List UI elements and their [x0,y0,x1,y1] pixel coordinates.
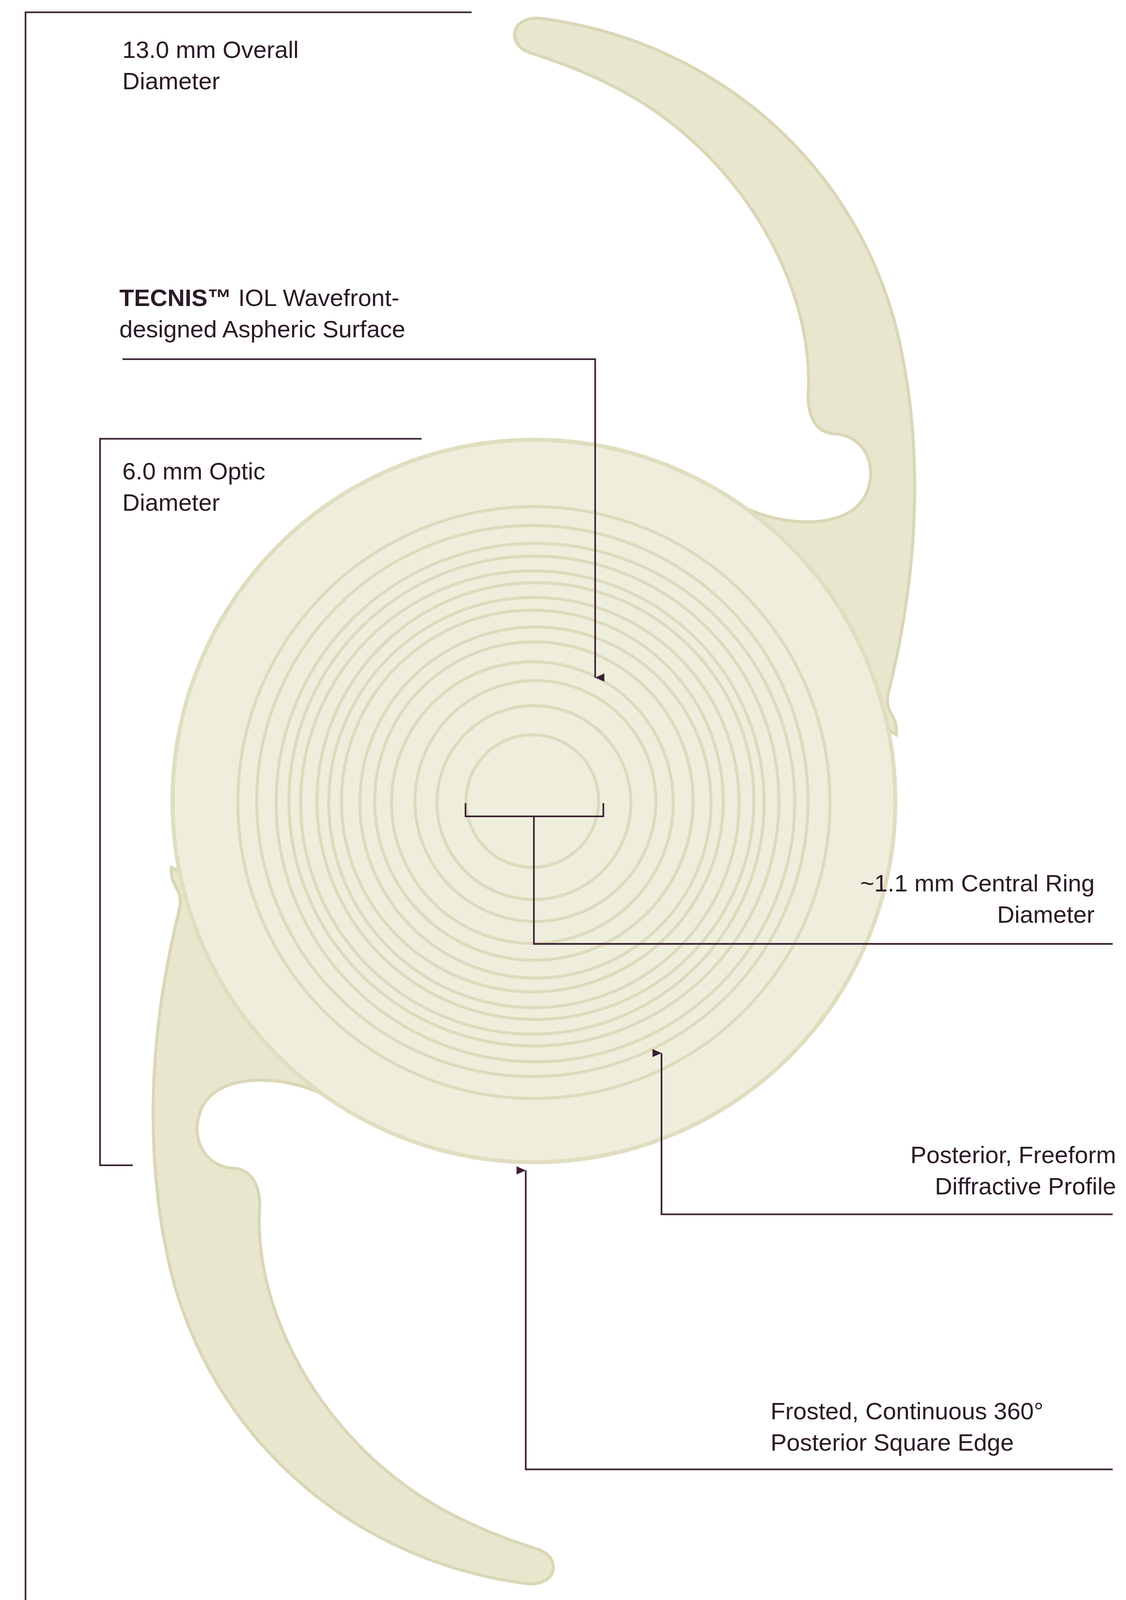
callout-label: 13.0 mm Overall Diameter [122,36,299,95]
leader-lines [25,12,1113,1600]
callout-label: ~1.1 mm Central Ring Diameter [860,869,1095,929]
ring [415,680,656,922]
ring [300,570,765,1035]
label-block: Frosted, Continuous 360° Posterior Squar… [770,1396,1114,1459]
leader-line [122,359,595,678]
label-block: TECNIS™ IOL Wavefront-designed Aspheric … [119,282,472,346]
callout-label: Frosted, Continuous 360° Posterior Squar… [770,1397,1044,1457]
ring [256,525,808,1077]
ring [391,661,674,944]
ring [341,610,723,993]
ring [288,556,779,1047]
ring [276,543,795,1063]
label-block: Posterior, Freeform Diffractive Profile [815,1139,1117,1203]
ring [237,506,830,1099]
callout-label: TECNIS™ [119,284,232,312]
leader-line [525,1170,1113,1470]
dimension-line [100,438,422,1166]
label-block: ~1.1 mm Central Ring Diameter [815,868,1095,931]
callout-label: Posterior, Freeform Diffractive Profile [910,1141,1117,1200]
callout-label: 6.0 mm Optic Diameter [122,457,266,516]
optic [172,440,896,1163]
ring [359,627,711,979]
ring [328,597,740,1008]
bracket [465,803,1113,944]
lens-body [153,18,915,1585]
label-block: 6.0 mm Optic Diameter [122,455,346,519]
label-block: 13.0 mm Overall Diameter [122,34,389,98]
ring [466,734,599,868]
dimension-line [25,12,472,1600]
diffractive-rings [237,506,830,1099]
ring [316,582,754,1020]
